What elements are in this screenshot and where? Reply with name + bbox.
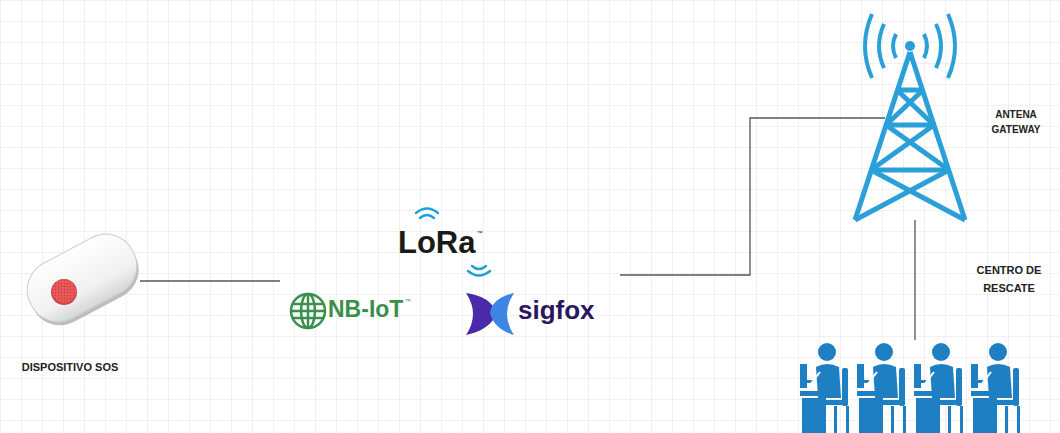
trademark-mark: ™ [477,230,483,236]
rescue-center-node: CENTRO DE RESCATE [800,340,1058,433]
nb-iot-globe [291,294,325,328]
sos-device [17,224,150,336]
lora-logo-text: LoRa [398,225,476,261]
technology-group: LoRaNB-IoT sigfox [280,220,620,340]
connector-line [620,118,885,275]
connector-line [140,280,280,281]
trademark-mark: ™ [404,298,410,304]
gateway-node: ANTENA GATEWAY [885,8,1058,220]
device-node: DISPOSITIVO SOS [15,220,140,400]
sigfox-logo-text: sigfox [518,296,595,326]
gateway-tower [855,14,965,220]
gateway-label: ANTENA GATEWAY [983,108,1049,137]
device-label: DISPOSITIVO SOS [15,360,125,375]
rescue-operators [800,343,1020,433]
rescue-center-label: CENTRO DE RESCATE [972,262,1046,297]
nb-iot-logo-text: NB-IoT [328,296,403,322]
sigfox-butterfly [466,293,514,335]
connector-line [914,220,915,340]
